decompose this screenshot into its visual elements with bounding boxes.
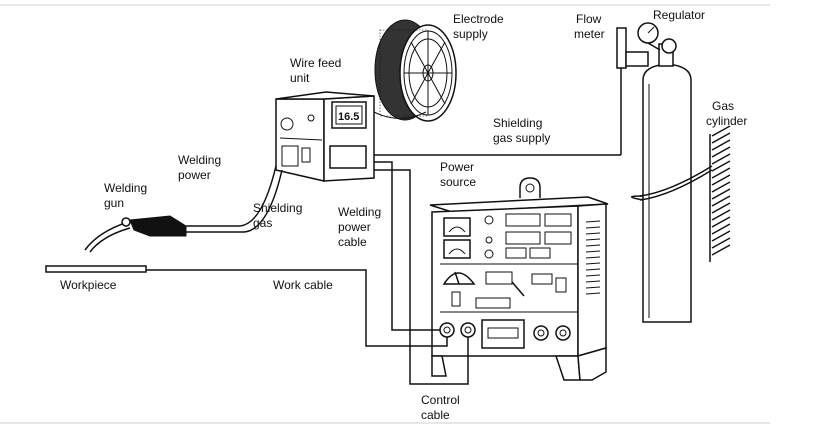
power-source-vent xyxy=(585,232,601,235)
wall-hatch-line xyxy=(711,209,731,221)
welding-gun xyxy=(84,215,187,253)
wire-to-feeder xyxy=(373,111,427,119)
power-source xyxy=(429,177,609,381)
wall-hatch-line xyxy=(711,237,731,249)
power-source-vent xyxy=(585,274,601,277)
gun-hose-b xyxy=(186,169,283,233)
wall-hatch-line xyxy=(711,146,731,158)
wire-feed-display-value: 16.5 xyxy=(338,111,359,123)
gas-cylinder-assembly xyxy=(616,22,713,323)
wall-hatch-line xyxy=(711,167,731,179)
wall-hatch-line xyxy=(711,132,731,144)
power-source-vent xyxy=(585,280,601,283)
wall-hatch-line xyxy=(711,174,731,186)
electrode-spool xyxy=(374,19,457,122)
power-source-vent xyxy=(585,262,601,265)
label-regulator: Regulator xyxy=(653,8,705,22)
power-source-vent xyxy=(585,220,601,223)
wall-hatch-line xyxy=(711,244,731,256)
label-workpiece: Workpiece xyxy=(60,278,117,292)
power-source-vent xyxy=(585,256,601,259)
power-source-vent xyxy=(585,268,601,271)
wall-hatch xyxy=(709,125,731,262)
wall-hatch-line xyxy=(711,216,731,228)
control-cable-line xyxy=(374,169,469,385)
label-work-cable: Work cable xyxy=(273,278,333,292)
welding-power-cable-line xyxy=(374,161,440,331)
workpiece-plate xyxy=(45,265,147,273)
power-source-vent xyxy=(585,250,601,253)
wall-hatch-line xyxy=(711,160,731,172)
work-cable-line xyxy=(146,269,448,347)
flow-meter-tube xyxy=(616,27,627,69)
wall-hatch-line xyxy=(711,195,731,207)
wall-hatch-line xyxy=(711,188,731,200)
power-source-vent xyxy=(585,286,601,289)
gun-hose-a xyxy=(186,165,277,227)
power-source-vent xyxy=(585,292,601,295)
wall-hatch-line xyxy=(711,202,731,214)
wall-hatch-line xyxy=(711,181,731,193)
wall-hatch-line xyxy=(711,125,731,137)
wall-hatch-line xyxy=(711,153,731,165)
wall-hatch-line xyxy=(711,139,731,151)
power-source-vent xyxy=(585,238,601,241)
power-source-vent xyxy=(585,226,601,229)
power-source-vent xyxy=(585,244,601,247)
wall-hatch-line xyxy=(711,223,731,235)
wire-feed-unit: 16.5 xyxy=(275,91,375,182)
wall-hatch-line xyxy=(711,230,731,242)
